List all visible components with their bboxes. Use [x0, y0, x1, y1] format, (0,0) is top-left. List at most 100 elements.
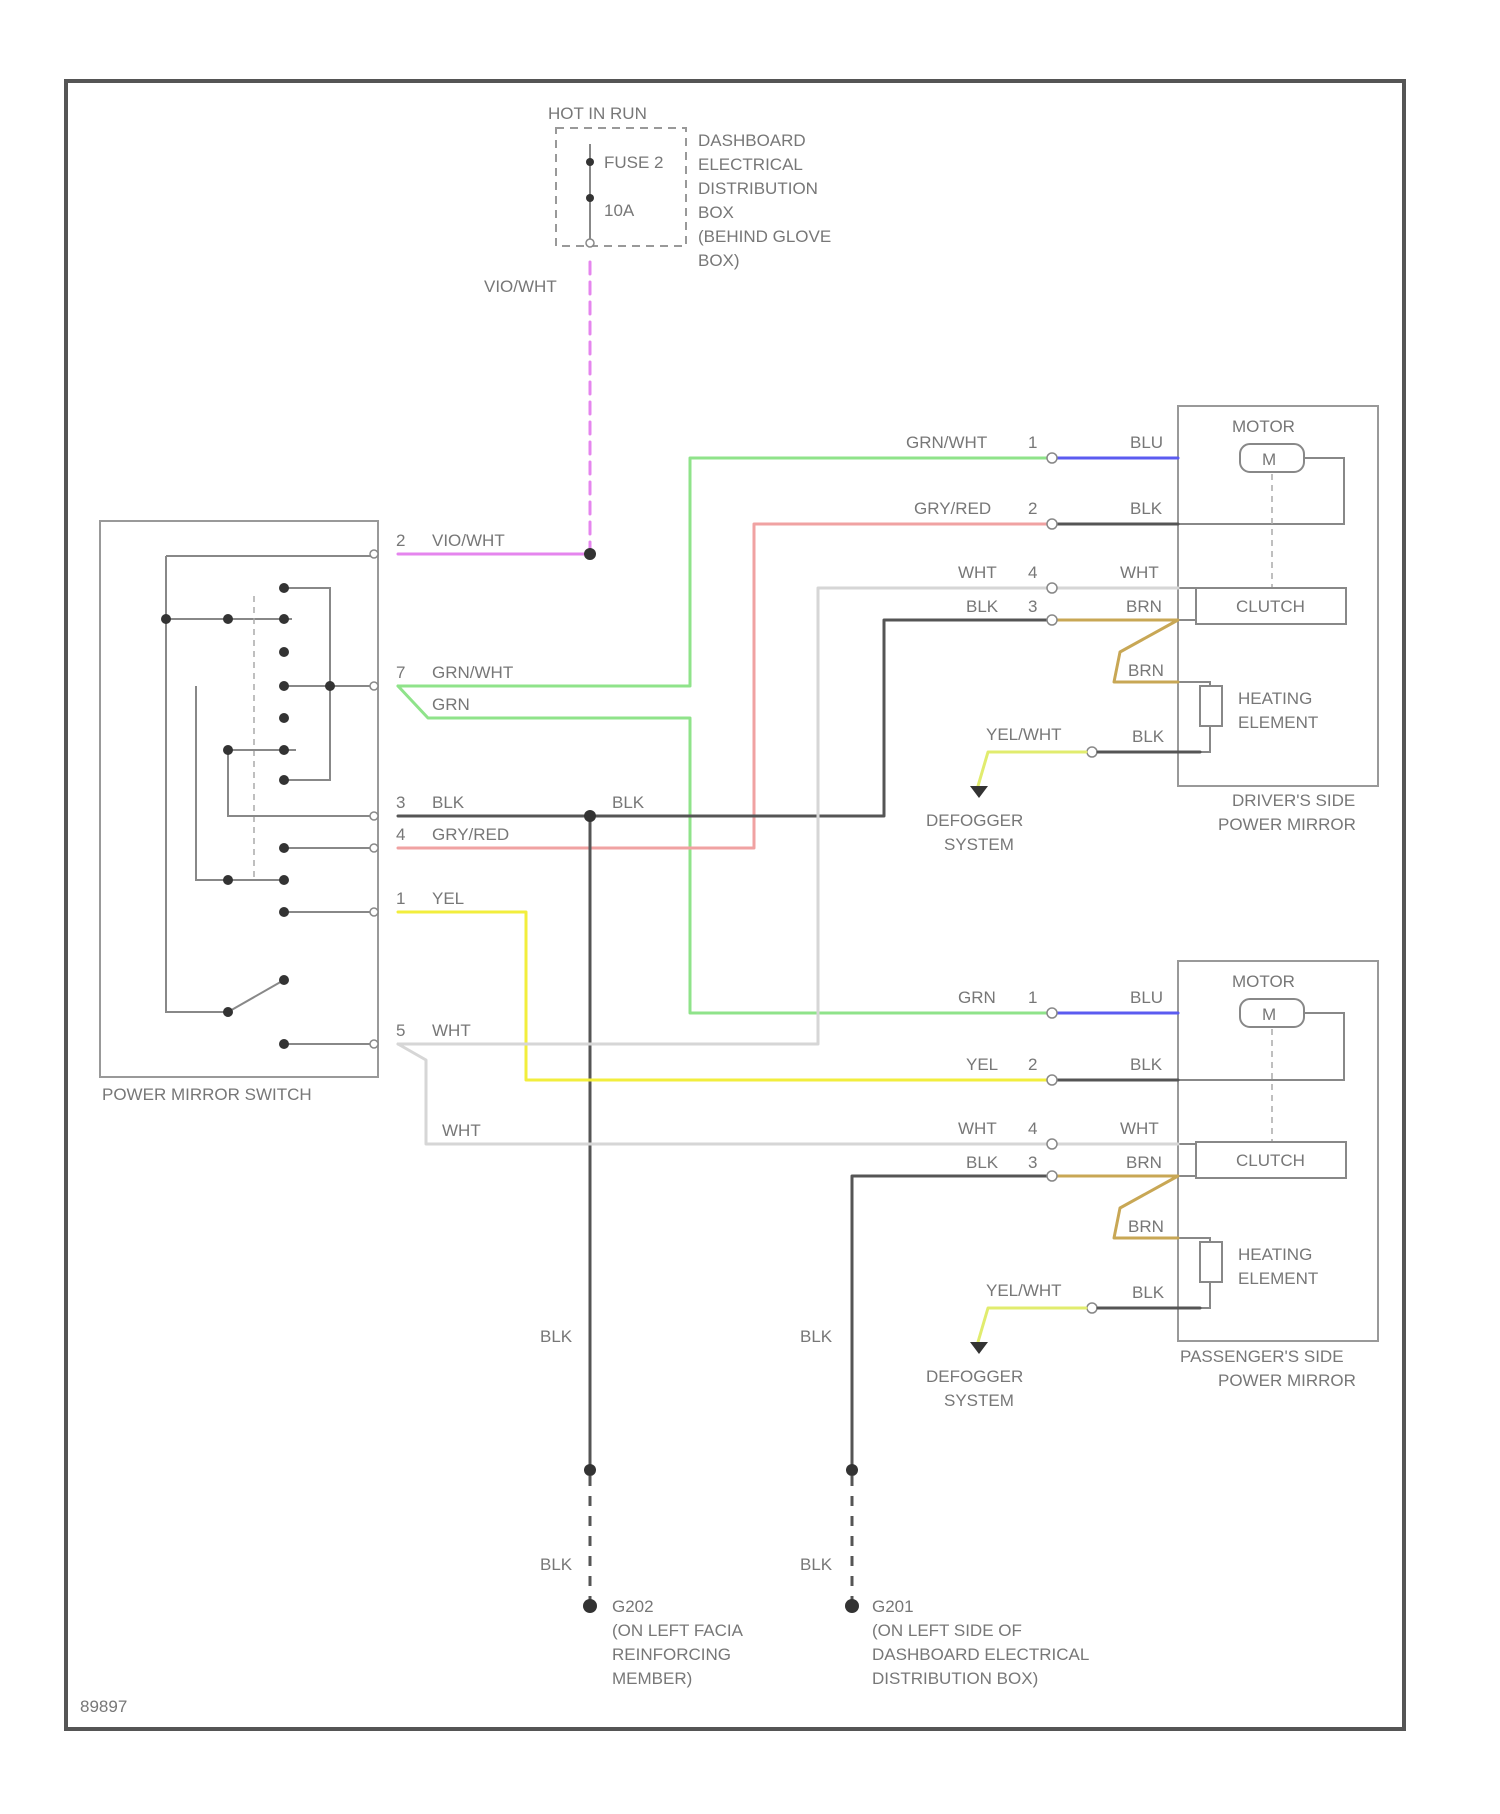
driver-in-wire-1: GRN/WHT [906, 433, 987, 452]
passenger-heater-label-1: HEATING [1238, 1245, 1312, 1264]
passenger-defog-label-2: SYSTEM [944, 1391, 1014, 1410]
ground-g202-wire-upper: BLK [540, 1327, 573, 1346]
driver-int-4: WHT [1120, 563, 1159, 582]
ground-g201-wire-upper: BLK [800, 1327, 833, 1346]
switch-name: POWER MIRROR SWITCH [102, 1085, 312, 1104]
ground-g202-label-4: MEMBER) [612, 1669, 692, 1688]
wire-wht-passenger [398, 1044, 1048, 1144]
passenger-defog-int: BLK [1132, 1283, 1165, 1302]
switch-pin-wire-yel: YEL [432, 889, 464, 908]
fuse-box-label-1: DASHBOARD [698, 131, 806, 150]
driver-mirror-name-1: DRIVER'S SIDE [1232, 791, 1355, 810]
passenger-in-wire-4: WHT [958, 1119, 997, 1138]
passenger-brn-label: BRN [1128, 1217, 1164, 1236]
driver-motor-label: MOTOR [1232, 417, 1295, 436]
fuse-box-label-3: DISTRIBUTION [698, 179, 818, 198]
fuse-box-outline [556, 128, 686, 246]
ground-g202-label-1: G202 [612, 1597, 654, 1616]
switch-pin-wire-wht: WHT [432, 1021, 471, 1040]
switch-pin-wire-vio-wht: VIO/WHT [432, 531, 505, 550]
passenger-defog-wire: YEL/WHT [986, 1281, 1062, 1300]
switch-pin-num-5: 5 [396, 1021, 405, 1040]
switch-pin-wire-blk: BLK [432, 793, 465, 812]
ground-g201-wire-lower: BLK [800, 1555, 833, 1574]
passenger-in-pin-1: 1 [1028, 988, 1037, 1007]
passenger-mirror-name-1: PASSENGER'S SIDE [1180, 1347, 1344, 1366]
fuse-name: FUSE 2 [604, 153, 664, 172]
passenger-clutch-label: CLUTCH [1236, 1151, 1305, 1170]
ground-g201-label-2: (ON LEFT SIDE OF [872, 1621, 1022, 1640]
passenger-motor-label: MOTOR [1232, 972, 1295, 991]
passenger-int-1: BLU [1130, 988, 1163, 1007]
passenger-in-wire-2: YEL [966, 1055, 998, 1074]
passenger-in-wire-3: BLK [966, 1153, 999, 1172]
driver-in-wire-4: WHT [958, 563, 997, 582]
driver-in-pin-1: 1 [1028, 433, 1037, 452]
driver-heater-label-1: HEATING [1238, 689, 1312, 708]
ground-g202: BLK BLK G202 (ON LEFT FACIA REINFORCING … [540, 1327, 744, 1688]
fuse-box-label-5: (BEHIND GLOVE [698, 227, 831, 246]
switch-pin-num-2: 2 [396, 531, 405, 550]
passenger-in-wire-1: GRN [958, 988, 996, 1007]
passenger-in-pin-2: 2 [1028, 1055, 1037, 1074]
driver-defog-wire: YEL/WHT [986, 725, 1062, 744]
wht-branch-label: WHT [442, 1121, 481, 1140]
fuse-box: HOT IN RUN FUSE 2 10A DASHBOARD ELECTRIC… [548, 104, 831, 270]
driver-int-1: BLU [1130, 433, 1163, 452]
passenger-motor-symbol: M [1262, 1005, 1276, 1024]
passenger-int-2: BLK [1130, 1055, 1163, 1074]
passenger-int-4: WHT [1120, 1119, 1159, 1138]
driver-brn-label: BRN [1128, 661, 1164, 680]
driver-clutch-label: CLUTCH [1236, 597, 1305, 616]
passenger-mirror: MOTOR M CLUTCH HEATING ELEMENT BRN GRN 1… [926, 961, 1378, 1410]
switch-pin-num-1: 1 [396, 889, 405, 908]
fuse-box-label-4: BOX [698, 203, 734, 222]
switch-pin-num-3: 3 [396, 793, 405, 812]
passenger-heater-label-2: ELEMENT [1238, 1269, 1318, 1288]
fuse-box-label-6: BOX) [698, 251, 740, 270]
power-mirror-switch: POWER MIRROR SWITCH [100, 521, 513, 1104]
driver-int-2: BLK [1130, 499, 1163, 518]
driver-in-pin-4: 4 [1028, 563, 1037, 582]
ground-g201-label-4: DISTRIBUTION BOX) [872, 1669, 1038, 1688]
switch-pin-num-7: 7 [396, 663, 405, 682]
wire-yel [398, 912, 1048, 1080]
switch-pin-wire-grn: GRN [432, 695, 470, 714]
hot-in-run-label: HOT IN RUN [548, 104, 647, 123]
driver-in-pin-2: 2 [1028, 499, 1037, 518]
driver-defog-label-1: DEFOGGER [926, 811, 1023, 830]
switch-pin-num-4: 4 [396, 825, 405, 844]
driver-motor-symbol: M [1262, 450, 1276, 469]
switch-pin-wire-gry-red: GRY/RED [432, 825, 509, 844]
driver-defog-int: BLK [1132, 727, 1165, 746]
passenger-int-3: BRN [1126, 1153, 1162, 1172]
wire-vio-wht-feed: VIO/WHT [398, 262, 596, 560]
passenger-mirror-name-2: POWER MIRROR [1218, 1371, 1356, 1390]
passenger-defog-label-1: DEFOGGER [926, 1367, 1023, 1386]
ground-g202-label-2: (ON LEFT FACIA [612, 1621, 744, 1640]
driver-heater-label-2: ELEMENT [1238, 713, 1318, 732]
figure-id: 89897 [80, 1697, 127, 1716]
wire-grn-wht [398, 458, 1048, 686]
switch-pin-wire-grn-wht: GRN/WHT [432, 663, 513, 682]
driver-mirror-name-2: POWER MIRROR [1218, 815, 1356, 834]
driver-defog-label-2: SYSTEM [944, 835, 1014, 854]
driver-in-pin-3: 3 [1028, 597, 1037, 616]
passenger-in-pin-3: 3 [1028, 1153, 1037, 1172]
ground-g201-label-1: G201 [872, 1597, 914, 1616]
splice-blk-label: BLK [612, 793, 645, 812]
driver-in-wire-3: BLK [966, 597, 999, 616]
wire-blk-ground-g201 [852, 1176, 1048, 1470]
ground-g201-label-3: DASHBOARD ELECTRICAL [872, 1645, 1089, 1664]
ground-g202-label-3: REINFORCING [612, 1645, 731, 1664]
driver-in-wire-2: GRY/RED [914, 499, 991, 518]
passenger-in-pin-4: 4 [1028, 1119, 1037, 1138]
feed-wire-label: VIO/WHT [484, 277, 557, 296]
ground-g202-wire-lower: BLK [540, 1555, 573, 1574]
driver-int-3: BRN [1126, 597, 1162, 616]
diagram-frame [66, 81, 1404, 1729]
fuse-rating: 10A [604, 201, 635, 220]
fuse-box-label-2: ELECTRICAL [698, 155, 803, 174]
driver-mirror: MOTOR M CLUTCH HEATING ELEMENT BRN GRN/W… [906, 406, 1378, 854]
